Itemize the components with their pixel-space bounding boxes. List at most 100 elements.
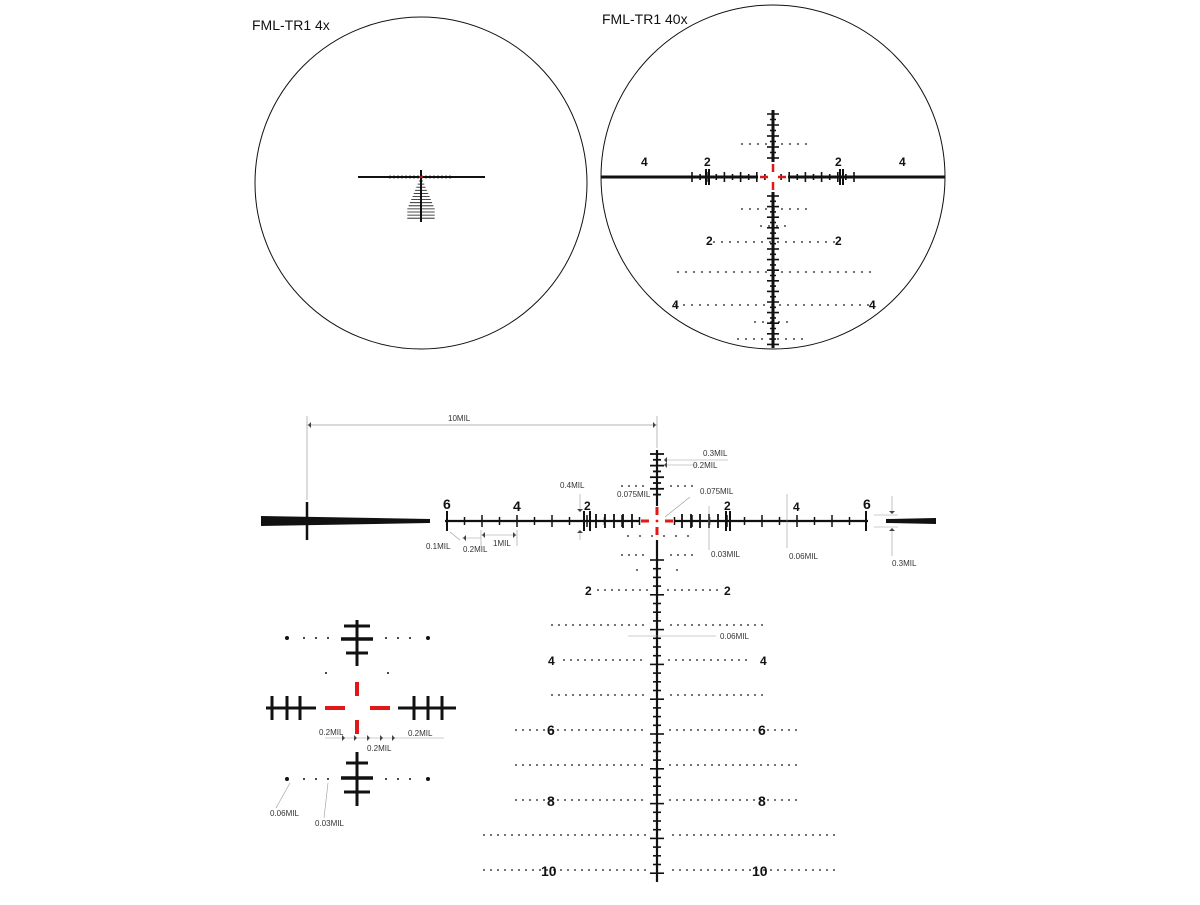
- r-dot-row: [773, 143, 775, 145]
- d-dot: [529, 729, 531, 731]
- inset-dot: [327, 778, 329, 780]
- d-dot: [791, 869, 793, 871]
- d-dot: [676, 729, 678, 731]
- r-dot-row: [762, 321, 764, 323]
- d-dot: [739, 729, 741, 731]
- d-dot: [777, 834, 779, 836]
- d-dot: [679, 869, 681, 871]
- d-dot: [628, 554, 630, 556]
- d-dot: [777, 869, 779, 871]
- d-dot: [826, 869, 828, 871]
- d-dot: [598, 659, 600, 661]
- d-dot: [667, 589, 669, 591]
- d-dot: [781, 764, 783, 766]
- d-dot: [536, 764, 538, 766]
- d-dot: [686, 869, 688, 871]
- d-v-r-4: 4: [760, 654, 767, 668]
- d-dot: [558, 694, 560, 696]
- d-dot: [543, 799, 545, 801]
- d-dot: [690, 799, 692, 801]
- d-dot: [613, 764, 615, 766]
- d-dot: [791, 834, 793, 836]
- d-dot: [642, 624, 644, 626]
- d-dot: [546, 834, 548, 836]
- r-dot-row: [729, 241, 731, 243]
- d-dot: [717, 659, 719, 661]
- r-dot-row: [827, 304, 829, 306]
- d-dot: [593, 694, 595, 696]
- d-dot: [669, 729, 671, 731]
- d-dot: [635, 485, 637, 487]
- d-dot: [539, 869, 541, 871]
- inset-dot: [387, 672, 389, 674]
- r-dot-row: [811, 304, 813, 306]
- d-dot: [628, 694, 630, 696]
- d-dot: [735, 869, 737, 871]
- d-dot: [684, 485, 686, 487]
- r-dot-row: [845, 271, 847, 273]
- d-dot: [663, 535, 665, 537]
- r-dot-row: [786, 321, 788, 323]
- r-dot-row: [699, 304, 701, 306]
- d-dot: [735, 834, 737, 836]
- d-dot: [833, 869, 835, 871]
- r-dot-row: [797, 271, 799, 273]
- d-dot: [740, 624, 742, 626]
- d-dot: [683, 729, 685, 731]
- d-dot: [719, 624, 721, 626]
- r-dot-row: [825, 241, 827, 243]
- r-dot-row: [851, 304, 853, 306]
- d-dot: [640, 659, 642, 661]
- r-dot-row: [781, 208, 783, 210]
- d-dot: [732, 799, 734, 801]
- d-dot: [767, 729, 769, 731]
- d-dot: [557, 799, 559, 801]
- d-dot: [725, 764, 727, 766]
- d-dot: [625, 589, 627, 591]
- inset-dot: [385, 778, 387, 780]
- r-dot-row: [757, 143, 759, 145]
- r-dot-row: [789, 271, 791, 273]
- r-dot-row: [677, 271, 679, 273]
- d-dot: [674, 589, 676, 591]
- r-dot-row: [773, 208, 775, 210]
- d-dot: [599, 729, 601, 731]
- d-dot: [733, 694, 735, 696]
- d-dot: [733, 624, 735, 626]
- d-dot: [612, 659, 614, 661]
- d-dot: [605, 659, 607, 661]
- d-dot: [642, 554, 644, 556]
- r-h-label-2-right: 2: [835, 155, 842, 169]
- d-dot: [683, 764, 685, 766]
- d-dot: [522, 799, 524, 801]
- r-dot-row: [733, 271, 735, 273]
- d-dot: [607, 624, 609, 626]
- d-dot: [709, 589, 711, 591]
- r-dot-row: [749, 208, 751, 210]
- d-dot: [739, 799, 741, 801]
- dim-10-arrow-left: [308, 422, 311, 428]
- d-dot: [564, 764, 566, 766]
- inset-dot: [315, 778, 317, 780]
- dim-02-arrow: [463, 535, 466, 541]
- d-dot: [704, 799, 706, 801]
- d-dot: [805, 834, 807, 836]
- inset-dim-006mil: 0.06MIL: [270, 809, 299, 818]
- d-dot: [623, 869, 625, 871]
- d-dot: [690, 764, 692, 766]
- d-dot: [745, 659, 747, 661]
- dim-03mil-top: 0.3MIL: [703, 449, 728, 458]
- d-dot: [550, 729, 552, 731]
- inset-dim-006-leader: [275, 782, 291, 809]
- dim-03top-arrow: [664, 457, 667, 463]
- d-dot: [819, 869, 821, 871]
- d-dot: [732, 729, 734, 731]
- inset-dimension-text: 0.2MIL 0.2MIL 0.2MIL 0.06MIL 0.03MIL: [270, 728, 433, 828]
- r-dot-row: [859, 304, 861, 306]
- d-dot: [691, 485, 693, 487]
- d-dot: [633, 659, 635, 661]
- r-h-label-4-right: 4: [899, 155, 906, 169]
- r-dot-row: [741, 143, 743, 145]
